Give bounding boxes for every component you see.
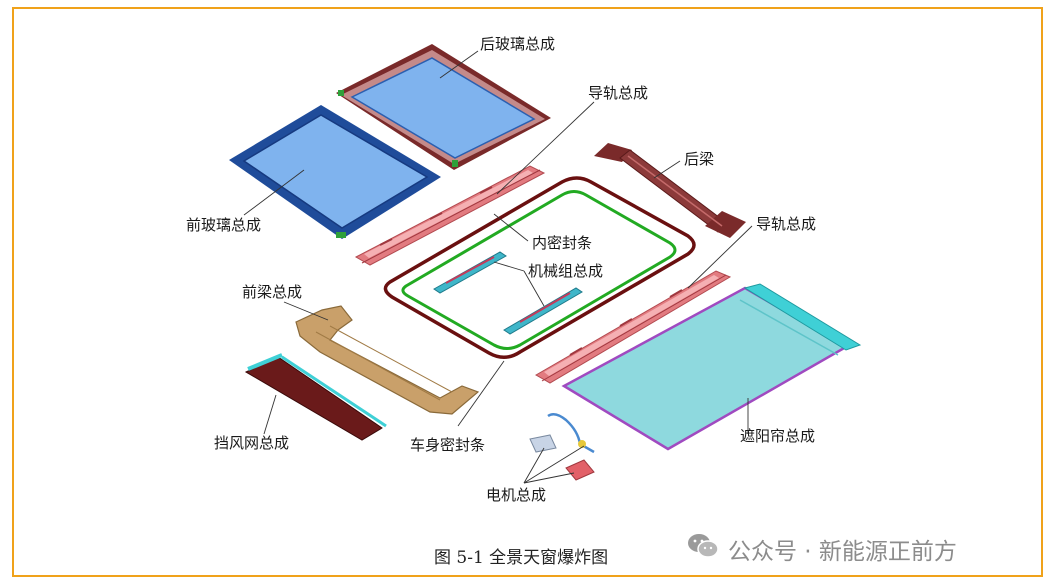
wechat-icon	[686, 531, 720, 567]
label-motor: 电机总成	[486, 486, 547, 504]
mechanism-assembly	[433, 251, 583, 335]
label-rear-beam: 后梁	[684, 150, 715, 168]
wind-deflector-assembly	[244, 353, 387, 441]
rail-assembly-right	[534, 270, 732, 384]
label-front-glass: 前玻璃总成	[186, 216, 262, 234]
label-front-beam: 前梁总成	[242, 283, 303, 301]
label-rail-top: 导轨总成	[588, 84, 649, 102]
rear-glass-assembly	[336, 44, 551, 170]
label-body-seal: 车身密封条	[410, 436, 486, 454]
label-rear-glass: 后玻璃总成	[480, 35, 556, 53]
label-inner-seal: 内密封条	[532, 234, 593, 252]
body-seal	[383, 176, 696, 359]
front-beam-assembly	[295, 305, 480, 415]
motor-assembly	[529, 412, 595, 481]
watermark-text: 公众号 · 新能源正前方	[728, 539, 957, 565]
leader-lines	[243, 50, 753, 484]
inner-seal	[401, 190, 677, 350]
rail-assembly-top	[354, 165, 546, 266]
label-mechanism: 机械组总成	[528, 262, 604, 280]
figure-caption: 图 5-1 全景天窗爆炸图	[434, 548, 609, 568]
front-glass-assembly	[229, 105, 441, 239]
sunshade-assembly	[561, 283, 862, 451]
label-sunshade: 遮阳帘总成	[740, 427, 816, 445]
watermark: 公众号 · 新能源正前方	[686, 531, 957, 567]
label-rail-right: 导轨总成	[756, 215, 817, 233]
rear-beam	[594, 143, 746, 238]
label-wind-deflector: 挡风网总成	[214, 434, 290, 452]
figure-border	[12, 7, 1043, 577]
